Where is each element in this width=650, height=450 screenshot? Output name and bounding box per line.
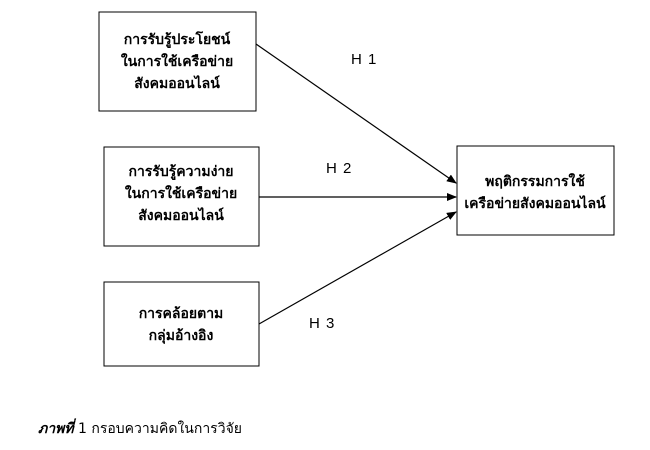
box-usage-behavior: พฤติกรรมการใช้ เครือข่ายสังคมออนไลน์ — [456, 145, 615, 236]
box-subjective-norm: การคล้อยตาม กลุ่มอ้างอิง — [103, 281, 260, 367]
hypothesis-label-h2: H 2 — [326, 160, 352, 177]
figure-caption-label: ภาพที่ — [38, 421, 74, 437]
box-perceived-usefulness-line-1: การรับรู้ประโยชน์ — [124, 30, 231, 48]
box-perceived-ease-line-2: ในการใช้เครือข่าย — [125, 184, 237, 202]
hypothesis-label-h3: H 3 — [309, 315, 335, 332]
figure-caption: ภาพที่ 1 กรอบความคิดในการวิจัย — [38, 418, 242, 440]
hypothesis-label-h1: H 1 — [351, 51, 377, 68]
box-perceived-usefulness: การรับรู้ประโยชน์ ในการใช้เครือข่าย สังค… — [98, 11, 257, 112]
figure-caption-text: กรอบความคิดในการวิจัย — [91, 421, 242, 437]
box-perceived-usefulness-line-3: สังคมออนไลน์ — [134, 74, 220, 92]
box-perceived-ease-line-3: สังคมออนไลน์ — [138, 206, 224, 224]
box-perceived-ease-line-1: การรับรู้ความง่าย — [129, 164, 234, 180]
figure-caption-number: 1 — [78, 421, 87, 437]
box-subjective-norm-line-2: กลุ่มอ้างอิง — [149, 328, 214, 344]
arrow-h1 — [255, 43, 457, 184]
box-subjective-norm-line-1: การคล้อยตาม — [139, 306, 224, 322]
box-perceived-usefulness-line-2: ในการใช้เครือข่าย — [121, 52, 233, 70]
box-usage-behavior-line-2: เครือข่ายสังคมออนไลน์ — [464, 194, 606, 212]
arrow-h3 — [258, 211, 457, 325]
box-perceived-ease: การรับรู้ความง่าย ในการใช้เครือข่าย สังค… — [103, 146, 260, 247]
box-usage-behavior-line-1: พฤติกรรมการใช้ — [485, 172, 585, 190]
